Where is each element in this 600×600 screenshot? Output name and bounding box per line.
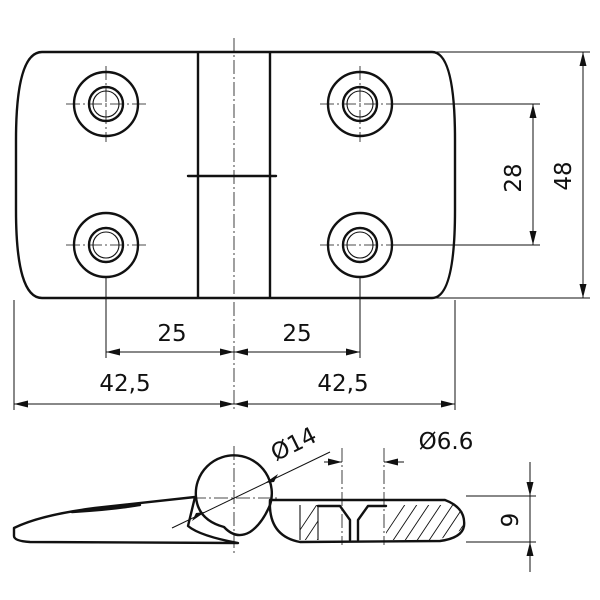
- dimension-hole-spacing-right: 25: [234, 321, 360, 356]
- section-hatch: [300, 505, 464, 540]
- extension-lines: [13, 51, 590, 410]
- dimension-half-width-left: 42,5: [14, 371, 234, 408]
- hinge-plate-outline: [14, 50, 457, 300]
- dim-label-thickness: 9: [498, 513, 524, 528]
- dimension-hole-spacing-left: 25: [106, 321, 234, 356]
- side-leaf-left-groove: [70, 503, 142, 514]
- side-leaf-right: [268, 498, 466, 544]
- dimension-hole-diameter: Ø6.6: [324, 429, 473, 466]
- dimension-half-width-right: 42,5: [234, 371, 455, 408]
- side-leaf-right-inner: [299, 505, 319, 540]
- side-leaf-left: [12, 495, 240, 545]
- dim-label-hole-pitch-vertical: 28: [501, 163, 527, 192]
- dim-label-half-width-left: 42,5: [99, 371, 150, 397]
- dimension-thickness: 9: [466, 462, 536, 572]
- dim-label-hole-spacing-right: 25: [282, 321, 311, 347]
- side-countersink: [316, 504, 388, 542]
- side-center-lines: [192, 446, 385, 555]
- center-lines: [66, 38, 400, 412]
- dim-label-hole-spacing-left: 25: [157, 321, 186, 347]
- dimension-knuckle-diameter: Ø14: [171, 423, 331, 529]
- dim-label-hole-diameter: Ø6.6: [419, 429, 474, 455]
- dimension-overall-height: 48: [551, 52, 587, 298]
- hinge-side-view: Ø14 Ø6.6 9: [12, 423, 536, 572]
- dimension-hole-pitch-vertical: 28: [501, 104, 537, 245]
- dim-label-overall-height: 48: [551, 161, 577, 190]
- hinge-top-view: 25 25 42,5 42,5 28: [13, 38, 590, 412]
- dim-label-half-width-right: 42,5: [317, 371, 368, 397]
